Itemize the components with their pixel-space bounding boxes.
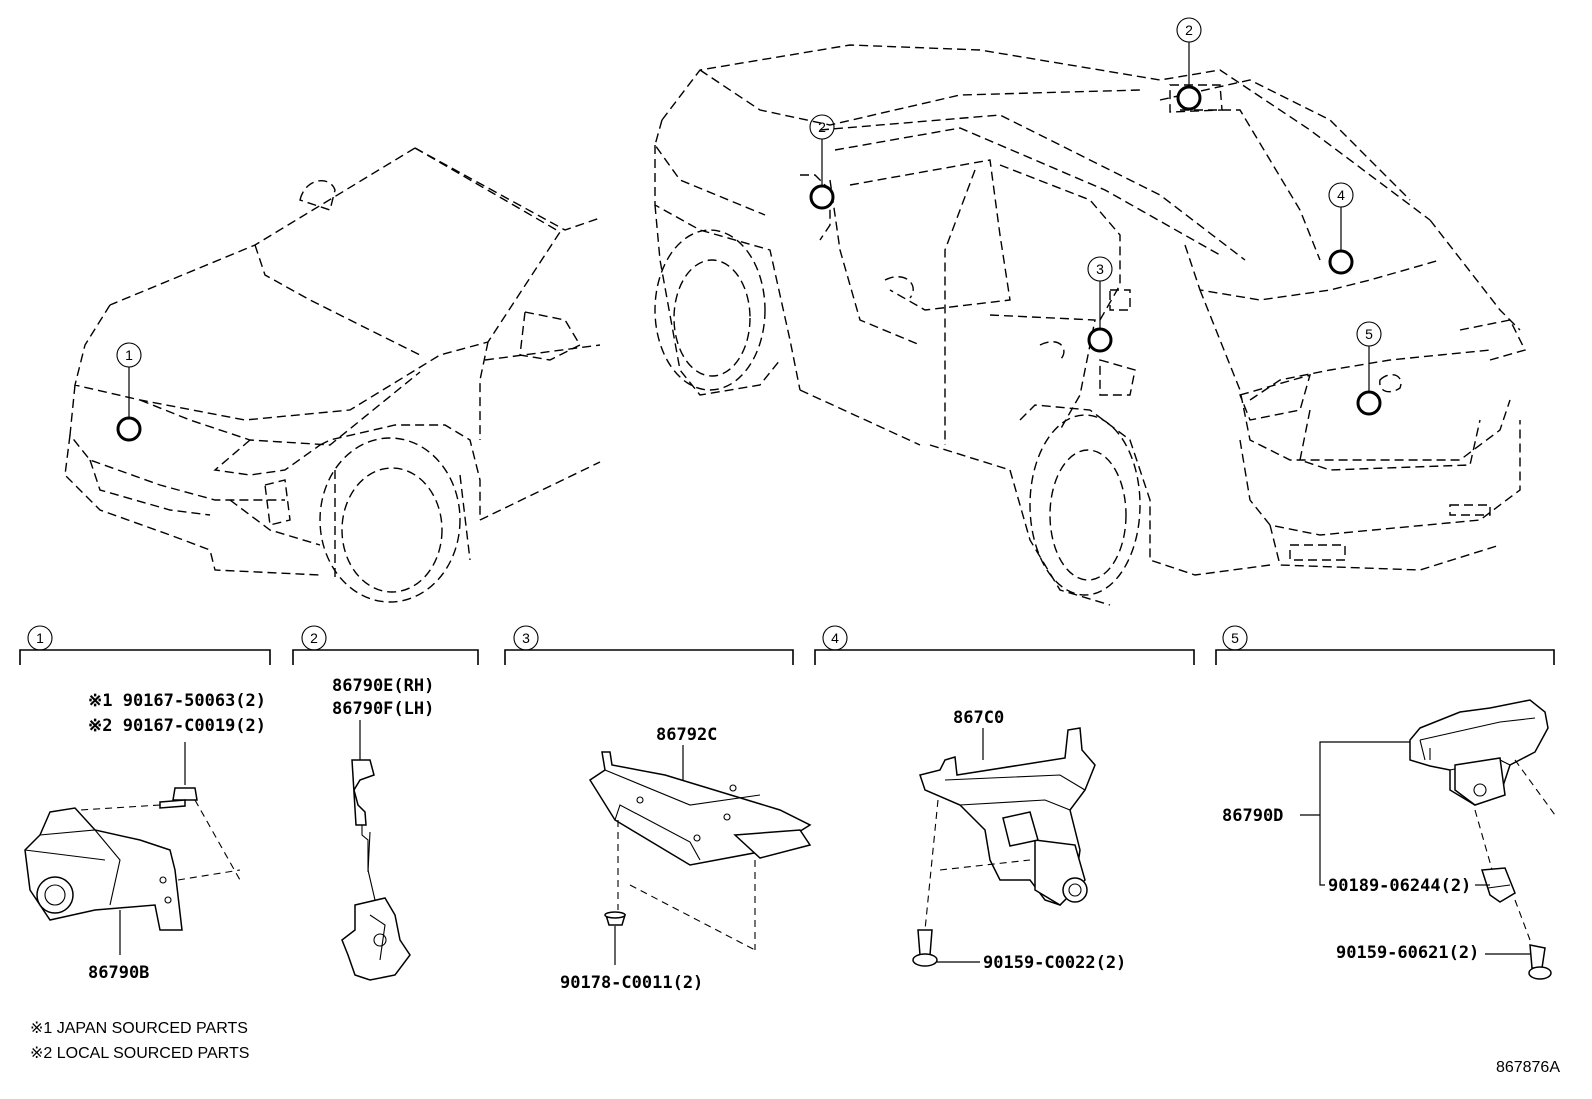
callout-rear-2-left: 2 (809, 114, 835, 140)
svg-text:3: 3 (1096, 261, 1104, 277)
fastener-90189-06244: 90189-06244(2) (1328, 876, 1471, 896)
callout-rear-3: 3 (1087, 256, 1113, 282)
right-mirror-camera-location-marker (1176, 85, 1202, 111)
part-867C0: 867C0 (953, 708, 1004, 728)
forward-camera-867C0 (919, 727, 1096, 906)
rear-camera-location-marker (1356, 390, 1382, 416)
section-4-header: 4 (814, 625, 1195, 665)
rear-camera-86790D (1409, 699, 1549, 806)
callout-front-1: 1 (116, 342, 142, 368)
svg-text:4: 4 (831, 630, 839, 646)
svg-text:1: 1 (125, 347, 133, 363)
fastener-90159-60621: 90159-60621(2) (1336, 943, 1479, 963)
svg-text:5: 5 (1365, 326, 1373, 342)
section-2-header: 2 (292, 625, 479, 665)
svg-text:2: 2 (310, 630, 318, 646)
rear-camera-clip-90189-06244 (1480, 867, 1516, 903)
front-vehicle-view (64, 147, 601, 603)
callout-rear-5: 5 (1356, 321, 1382, 347)
section-5-header: 5 (1215, 625, 1555, 665)
fastener-note-2: ※2 90167-C0019(2) (88, 716, 266, 736)
rear-camera-screw-90159-60621 (1528, 944, 1552, 980)
footnote-japan-sourced: ※1 JAPAN SOURCED PARTS (30, 1020, 248, 1037)
ecu-bracket-86792C (588, 751, 812, 866)
svg-text:1: 1 (36, 630, 44, 646)
forward-camera-screw (912, 929, 938, 967)
part-86790E-RH: 86790E(RH) (332, 676, 434, 696)
forward-camera-location-marker (1328, 249, 1354, 275)
ecu-location-marker (1087, 327, 1113, 353)
front-camera-location-marker (116, 416, 142, 442)
part-86790B: 86790B (88, 963, 149, 983)
diagram-id: 867876A (1496, 1059, 1560, 1076)
fastener-90178-C0011: 90178-C0011(2) (560, 973, 703, 993)
rear-vehicle-view (654, 44, 1527, 606)
part-86790D: 86790D (1222, 806, 1283, 826)
svg-text:3: 3 (522, 630, 530, 646)
section-3-header: 3 (504, 625, 794, 665)
left-mirror-camera-location-marker (809, 184, 835, 210)
callout-rear-2-right: 2 (1176, 17, 1202, 43)
part-86792C: 86792C (656, 725, 717, 745)
fastener-note-1: ※1 90167-50063(2) (88, 691, 266, 711)
svg-text:5: 5 (1231, 630, 1239, 646)
ecu-clip-90178-C0011 (604, 911, 627, 926)
svg-text:2: 2 (818, 119, 826, 135)
side-camera-86790E-86790F (341, 759, 411, 981)
footnote-local-sourced: ※2 LOCAL SOURCED PARTS (30, 1045, 249, 1062)
front-camera-86790B (24, 807, 183, 931)
front-camera-bolt (159, 787, 198, 809)
svg-text:2: 2 (1185, 22, 1193, 38)
callout-rear-4: 4 (1328, 182, 1354, 208)
part-86790F-LH: 86790F(LH) (332, 699, 434, 719)
fastener-90159-C0022: 90159-C0022(2) (983, 953, 1126, 973)
section-1-header: 1 (19, 625, 271, 665)
svg-text:4: 4 (1337, 187, 1345, 203)
